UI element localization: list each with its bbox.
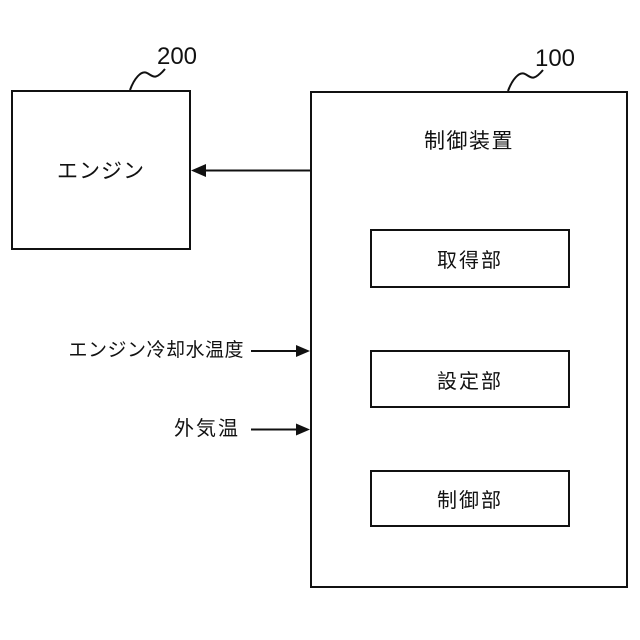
control-device-box: 制御装置 取得部 設定部 制御部 [310, 91, 628, 588]
control-unit-box: 制御部 [370, 470, 570, 527]
arrow-coolant-input-head [296, 345, 310, 357]
leader-line-100 [507, 69, 544, 92]
arrow-control-to-engine-head [191, 164, 206, 177]
ref-label-engine: 200 [156, 43, 198, 70]
arrow-outside-air-input-head [296, 423, 310, 436]
setting-unit-box: 設定部 [370, 350, 570, 408]
engine-box: エンジン [11, 90, 191, 250]
control-device-title: 制御装置 [424, 130, 514, 153]
ref-label-control-device: 100 [534, 45, 576, 72]
acquisition-unit-box: 取得部 [370, 229, 570, 288]
setting-unit-label: 設定部 [437, 370, 503, 393]
outside-air-temperature-input-label: 外気温 [174, 418, 240, 440]
acquisition-unit-label: 取得部 [437, 250, 503, 272]
engine-label: エンジン [57, 160, 145, 183]
leader-line-200 [129, 68, 166, 91]
coolant-temperature-input-label: エンジン冷却水温度 [68, 340, 244, 361]
control-unit-label: 制御部 [437, 490, 503, 512]
